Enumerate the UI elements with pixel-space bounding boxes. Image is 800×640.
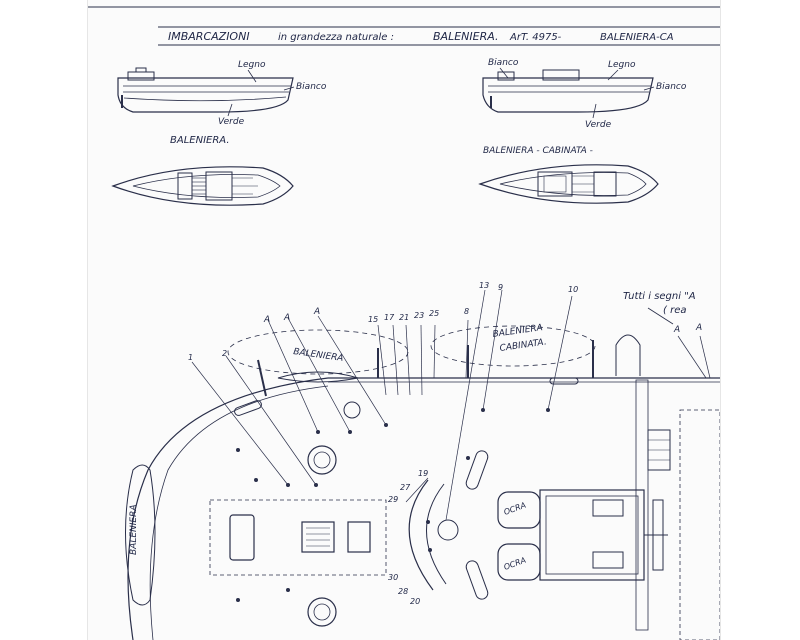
dashed-rect — [209, 499, 387, 576]
note-leader — [647, 307, 674, 325]
deck-label-cabinata-2: CABINATA. — [499, 337, 547, 353]
deck-fittings — [236, 408, 550, 602]
callout-13: 13 — [479, 281, 489, 290]
curved-rack-outer — [408, 479, 434, 591]
boat-left-side-view — [117, 67, 294, 113]
boat-left-top-view — [111, 166, 294, 206]
callout-30: 30 — [388, 573, 398, 582]
callout-27: 27 — [400, 483, 411, 492]
ocra-label-2: OCRA — [503, 556, 528, 572]
callout-10: 10 — [568, 285, 578, 294]
small-lifeboat — [277, 371, 359, 383]
boat-left-name: BALENIERA. — [170, 135, 230, 146]
callout-29: 29 — [388, 495, 398, 504]
leader-white-right — [499, 67, 509, 79]
deck-label-cabinata-1: BALENIERA — [492, 323, 543, 340]
leader-lines — [191, 289, 711, 521]
header-article: ArT. 4975- — [509, 32, 562, 43]
boat-right-label-white2: Bianco — [656, 82, 687, 92]
capstan-2 — [307, 597, 337, 627]
callout-1: 1 — [188, 353, 193, 362]
leader-green-left — [227, 103, 233, 117]
leader-white2-right — [643, 86, 655, 91]
callout-19: 19 — [418, 469, 428, 478]
right-rail — [635, 379, 649, 631]
boat-right-name: BALENIERA - CABINATA - — [483, 146, 593, 156]
boat-right-top-view — [478, 164, 659, 204]
leader-green-right — [592, 103, 597, 119]
boat-right-side-view — [482, 69, 654, 113]
oval-fitting-1 — [465, 450, 489, 490]
oval-fitting-2 — [465, 560, 489, 600]
hatch-left — [229, 514, 255, 561]
boat-left-label-white: Bianco — [296, 82, 327, 92]
technical-drawing: IMBARCAZIONI in grandezza naturale : BAL… — [88, 6, 720, 640]
boat-right-label-white: Bianco — [488, 58, 519, 68]
fitting-circle — [343, 401, 361, 419]
deck-curve-inner — [149, 385, 329, 640]
deckhouse — [497, 489, 668, 581]
cleat-left — [234, 400, 262, 416]
deck-note-line2: ( rea — [663, 305, 686, 316]
davit — [615, 334, 641, 376]
mark-a-1: A — [263, 315, 270, 325]
deck-side-label: BALENIERA — [129, 504, 139, 555]
header-title-item: BALENIERA. — [433, 30, 498, 43]
boat-right-label-wood: Legno — [608, 60, 636, 70]
callout-15: 15 — [368, 315, 378, 324]
deck-note-line1: Tutti i segni "A — [623, 291, 696, 302]
callout-20: 20 — [410, 597, 420, 606]
side-lifeboat — [125, 464, 156, 606]
capstan-1 — [307, 445, 337, 475]
ocra-label-1: OCRA — [503, 501, 528, 517]
mast-base — [437, 519, 459, 541]
mark-a-4: A — [673, 325, 680, 335]
mark-a-2: A — [283, 313, 290, 323]
right-dashed-box — [679, 409, 720, 640]
hatch-right — [347, 521, 371, 553]
mark-a-3: A — [313, 307, 320, 317]
curved-rack-inner — [426, 483, 447, 585]
post-4 — [257, 359, 267, 397]
dashed-outline-baleniera — [227, 329, 409, 375]
callout-21: 21 — [399, 313, 409, 322]
deck-label-baleniera: BALENIERA — [293, 347, 344, 364]
leader-wood-right — [607, 69, 619, 81]
leader-wood-left — [247, 69, 257, 83]
header-title-tail: BALENIERA-CA — [600, 32, 674, 43]
callout-23: 23 — [414, 311, 424, 320]
cleat-bar — [549, 377, 579, 385]
callout-2: 2 — [222, 349, 227, 358]
header-title-middle: in grandezza naturale : — [278, 32, 394, 43]
callout-25: 25 — [429, 309, 439, 318]
callout-9: 9 — [498, 283, 503, 292]
drawing-sheet: IMBARCAZIONI in grandezza naturale : BAL… — [88, 0, 720, 640]
deck-curve-outer — [127, 377, 329, 640]
boat-left-label-green: Verde — [218, 117, 245, 127]
grating — [301, 521, 335, 553]
callout-28: 28 — [398, 587, 408, 596]
dashed-outline-cabinata — [430, 325, 596, 367]
boat-right-label-green: Verde — [585, 120, 612, 130]
boat-left-label-wood: Legno — [238, 60, 266, 70]
header-title-prefix: IMBARCAZIONI — [168, 30, 250, 43]
callout-17: 17 — [384, 313, 395, 322]
mark-a-5: A — [695, 323, 702, 333]
callout-8: 8 — [464, 307, 469, 316]
leader-white-left — [283, 86, 295, 91]
